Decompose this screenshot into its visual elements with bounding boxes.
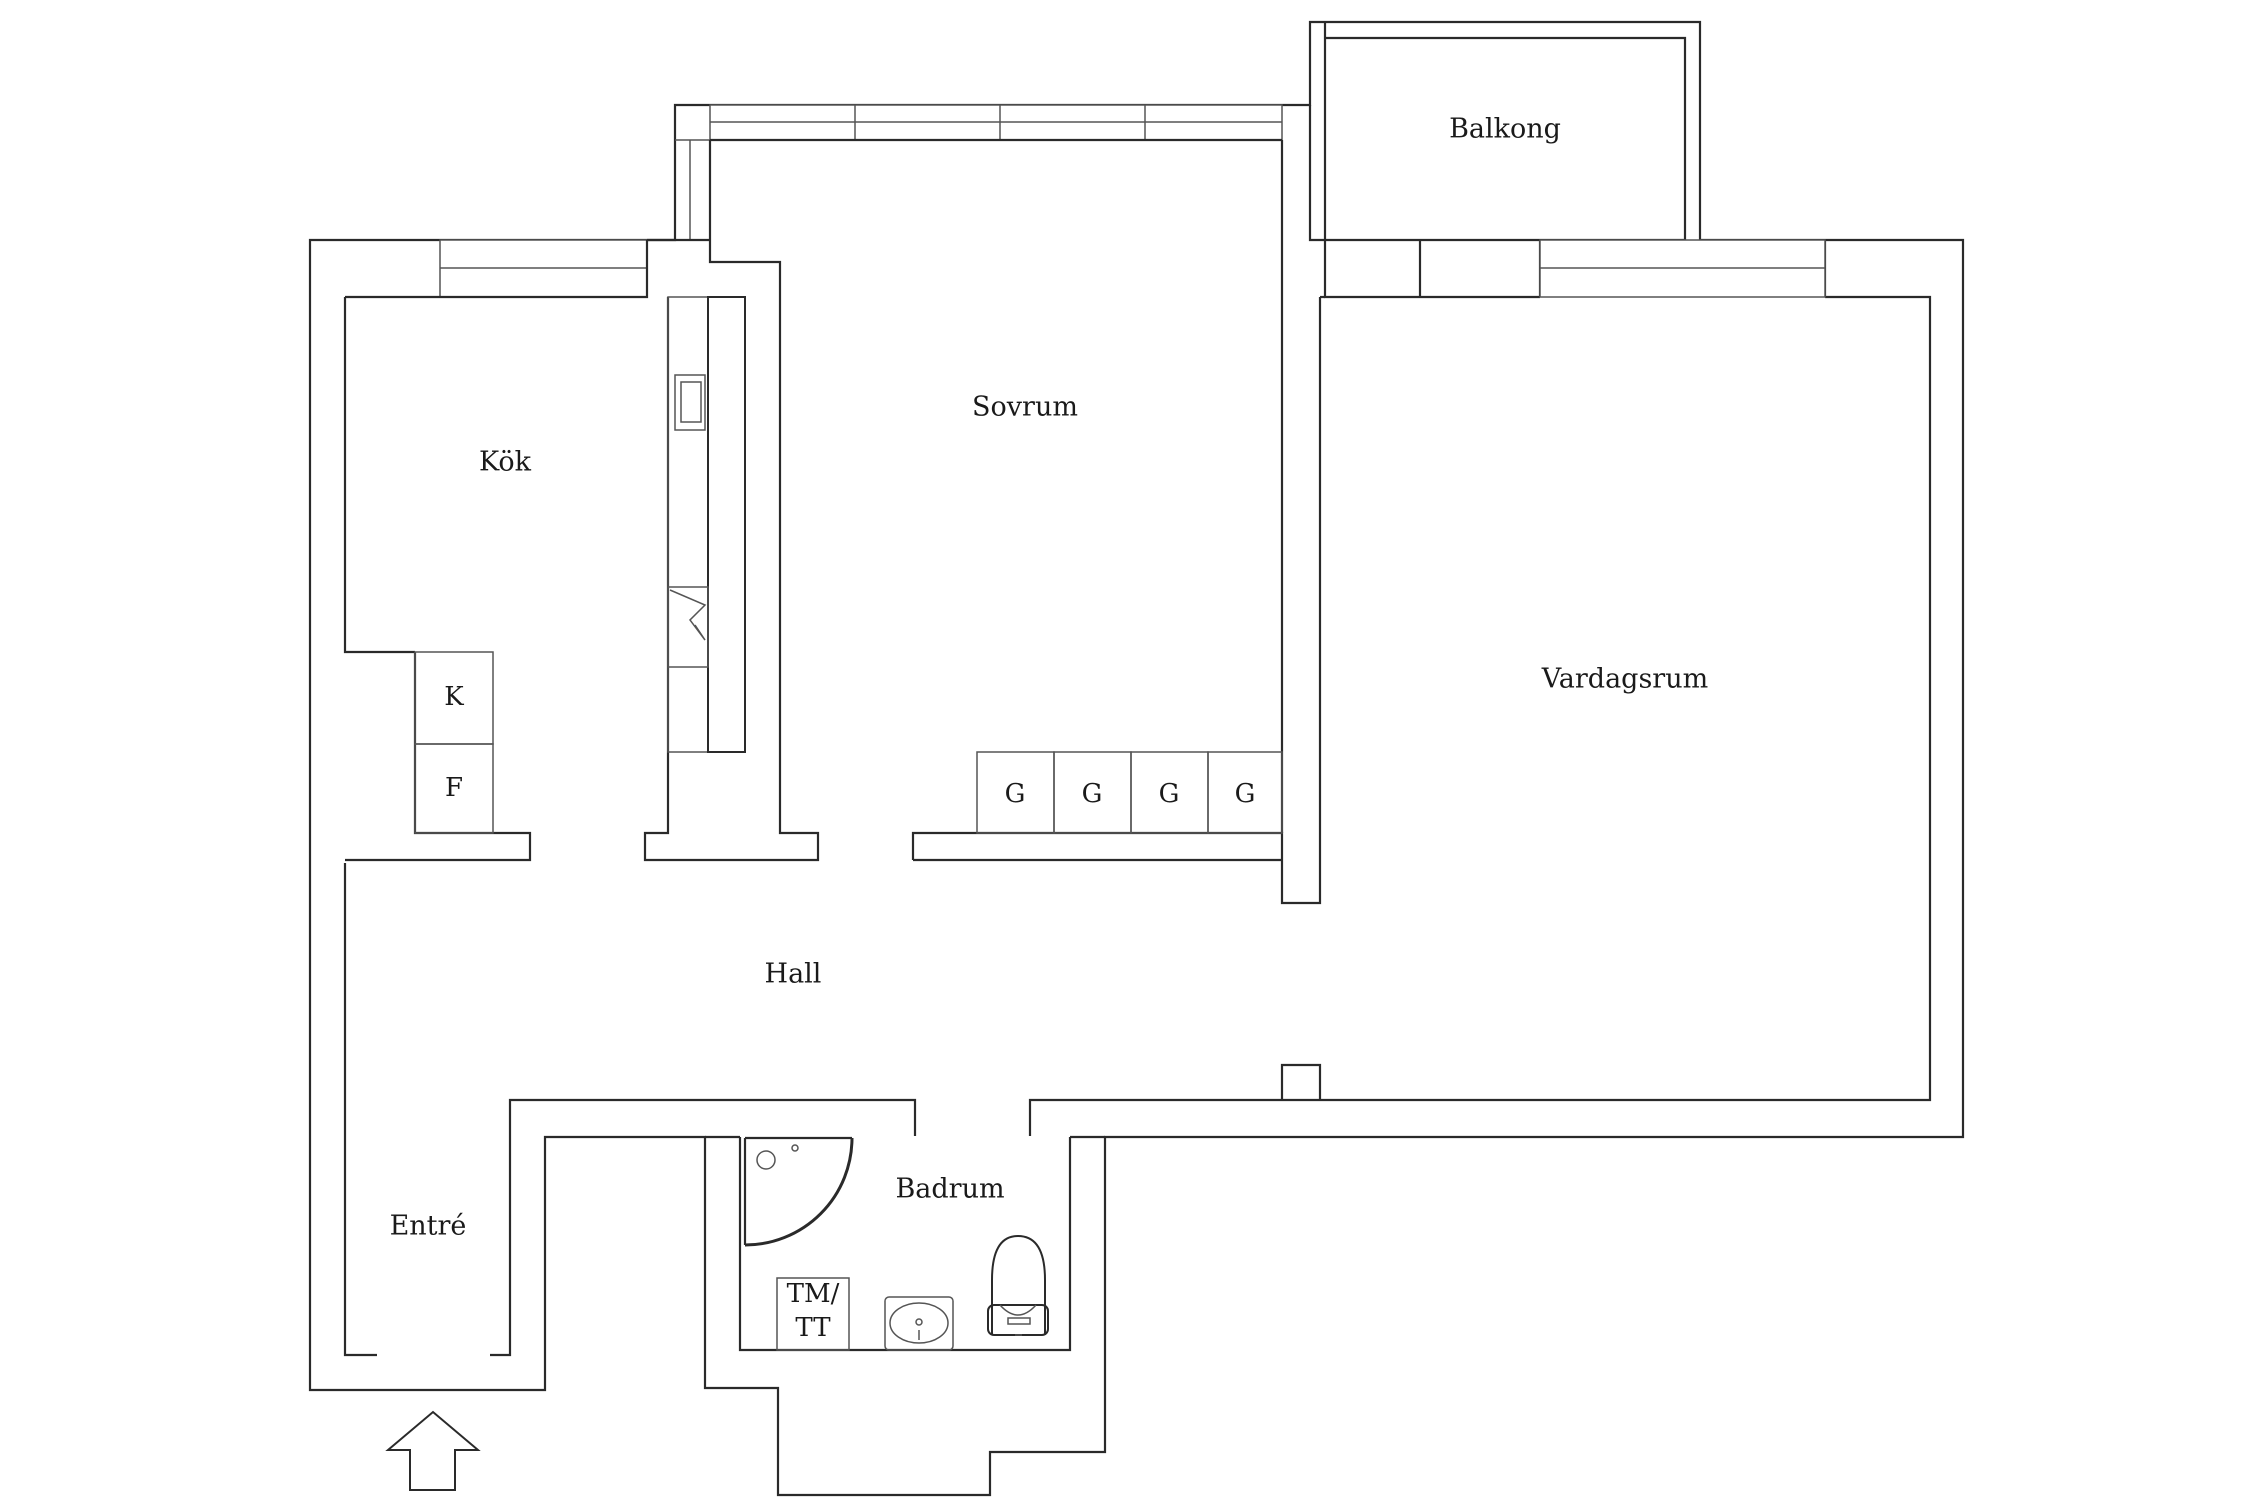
freezer-label: F [445, 773, 463, 803]
toilet-icon [987, 1234, 1049, 1336]
wardrobe-label: G [1159, 779, 1180, 809]
room-label-balkong: Balkong [1449, 114, 1561, 145]
room-label-sovrum: Sovrum [972, 392, 1078, 423]
washer-dryer: TM/ TT [776, 1277, 850, 1351]
washer-label-top: TM/ [787, 1279, 840, 1309]
room-label-entre: Entré [390, 1211, 467, 1242]
room-label-hall: Hall [765, 959, 822, 990]
wardrobes: G G G G [976, 751, 1283, 834]
entrance-arrow-icon [385, 1410, 481, 1491]
windows [439, 104, 1826, 298]
stove-icon [667, 586, 709, 668]
fridge-freezer: K F [414, 651, 494, 834]
kitchen-counter [667, 296, 746, 753]
fridge-label: K [444, 682, 464, 712]
wardrobe-label: G [1005, 779, 1026, 809]
shower-icon [743, 1136, 854, 1247]
sink-icon [884, 1296, 954, 1351]
room-label-kok: Kök [479, 447, 532, 478]
wardrobe-label: G [1235, 779, 1256, 809]
room-label-vardagsrum: Vardagsrum [1541, 664, 1708, 695]
wardrobe-label: G [1082, 779, 1103, 809]
washer-label-bottom: TT [795, 1313, 831, 1343]
room-label-badrum: Badrum [895, 1174, 1004, 1205]
